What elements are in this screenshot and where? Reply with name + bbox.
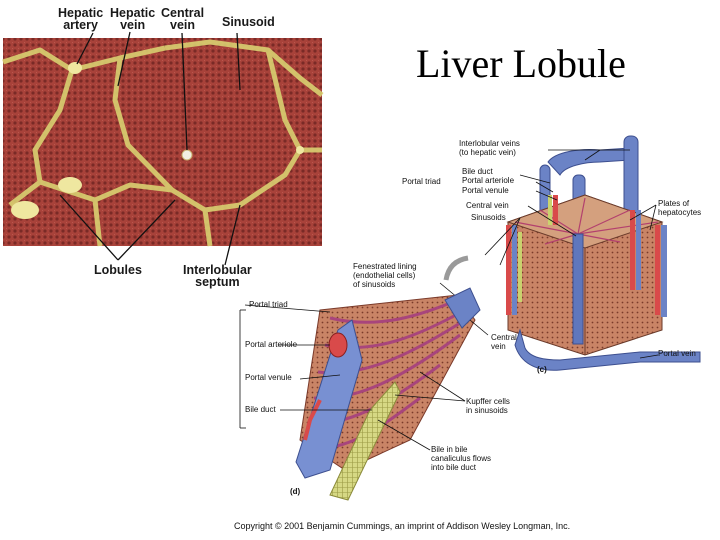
label-portal-arteriole-d: Portal arteriole [245, 340, 298, 349]
label-sinusoid: Sinusoid [222, 15, 275, 29]
panel-label-d: (d) [290, 487, 301, 496]
liver-micrograph [2, 31, 324, 266]
label-interlobular-veins: Interlobular veins(to hepatic vein) [459, 139, 520, 157]
label-portal-vein: Portal vein [658, 349, 696, 358]
slide-title: Liver Lobule [416, 41, 626, 86]
label-lobules: Lobules [94, 263, 142, 277]
label-fenestrated-lining: Fenestrated lining(endothelial cells)of … [353, 262, 417, 289]
label-bile-duct-c: Bile duct [462, 167, 493, 176]
lobule-section-diagram [239, 287, 489, 501]
lobule-3d-diagram [439, 135, 701, 371]
label-portal-arteriole-c: Portal arteriole [462, 176, 515, 185]
panel-label-c: (c) [537, 365, 547, 374]
label-portal-triad-d: Portal triad [249, 300, 288, 309]
label-central-vein-c: Central vein [466, 201, 509, 210]
copyright-notice: Copyright © 2001 Benjamin Cummings, an i… [234, 521, 571, 531]
label-portal-triad-c: Portal triad [402, 177, 441, 186]
label-portal-venule-c: Portal venule [462, 186, 509, 195]
label-portal-venule-d: Portal venule [245, 373, 292, 382]
label-bile-duct-d: Bile duct [245, 405, 276, 414]
label-sinusoids-c: Sinusoids [471, 213, 506, 222]
